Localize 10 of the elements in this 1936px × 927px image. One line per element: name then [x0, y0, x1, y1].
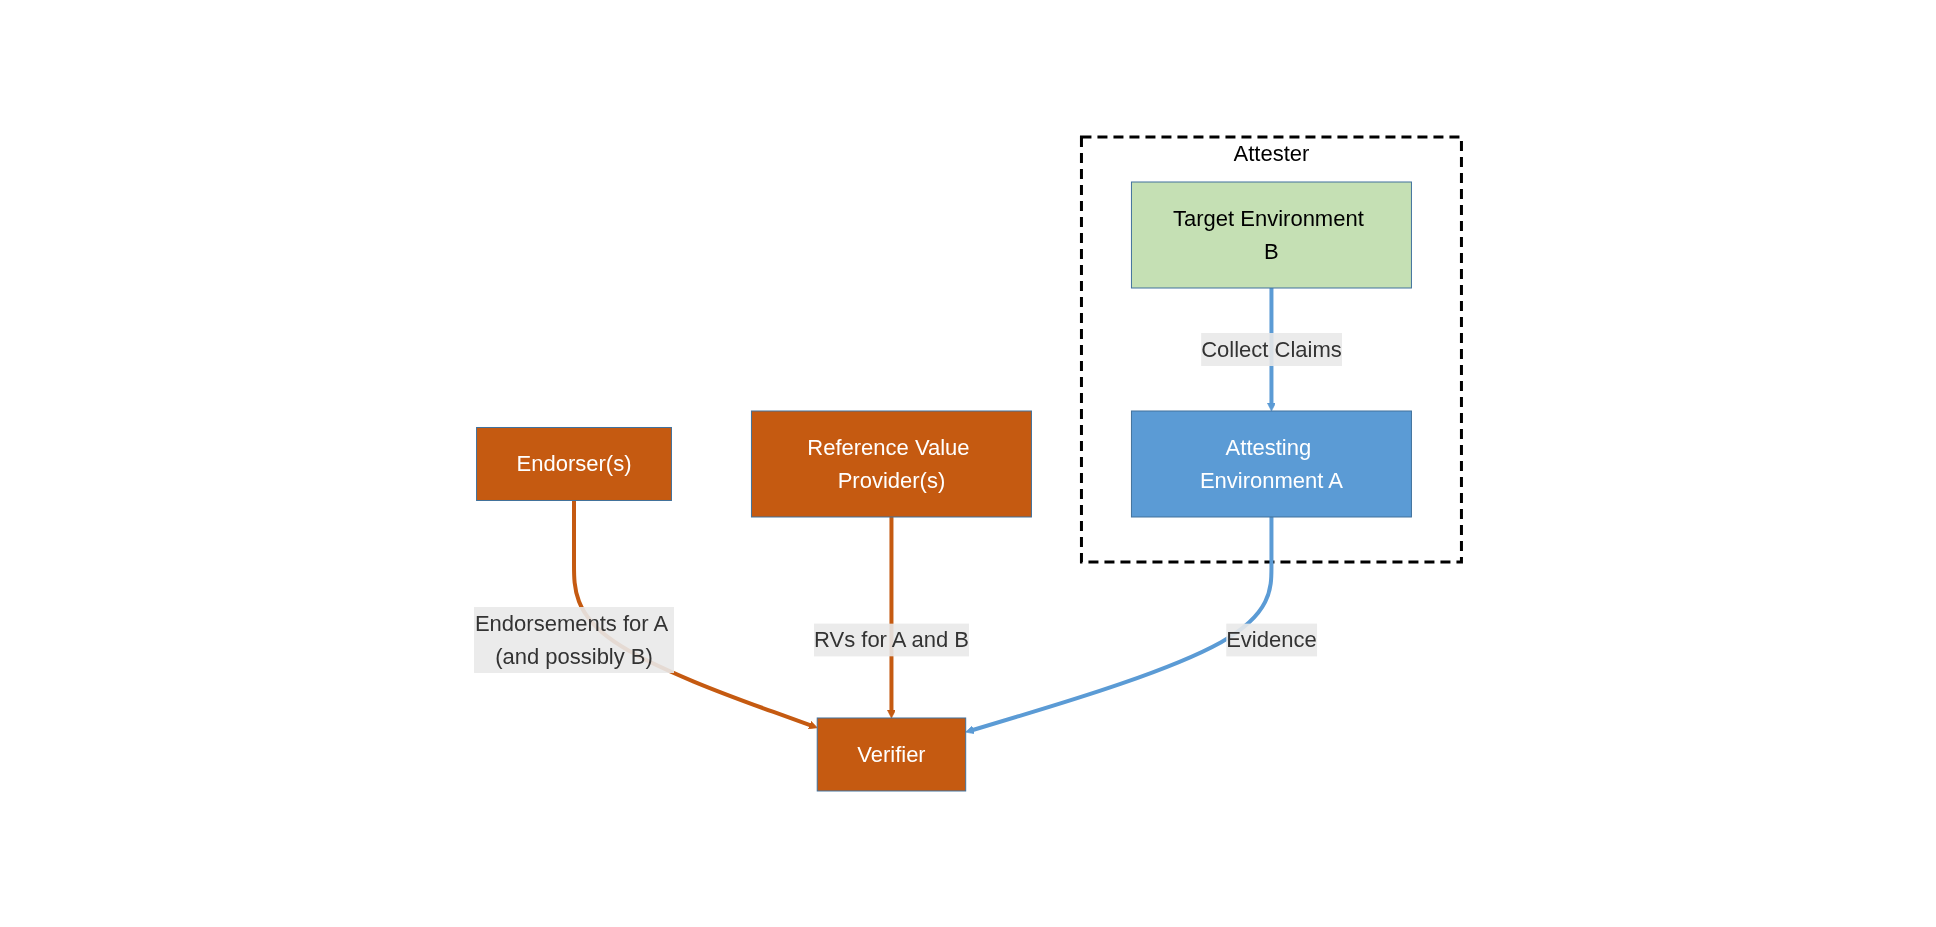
edge-label: Endorsements for A (and possibly B) — [475, 610, 668, 669]
edge-label: RVs for A and B — [814, 626, 970, 652]
node-box: Endorser(s) — [476, 426, 673, 501]
node-box: Attesting Environment A — [1131, 410, 1413, 517]
node-box: Verifier — [817, 717, 967, 791]
edge-label: Collect Claims — [1201, 336, 1343, 362]
node-box: Reference Value Provider(s) — [751, 410, 1033, 517]
edge-label: Evidence — [1226, 626, 1317, 652]
node-box: Target Environment B — [1131, 181, 1413, 288]
arrow — [965, 516, 1274, 734]
